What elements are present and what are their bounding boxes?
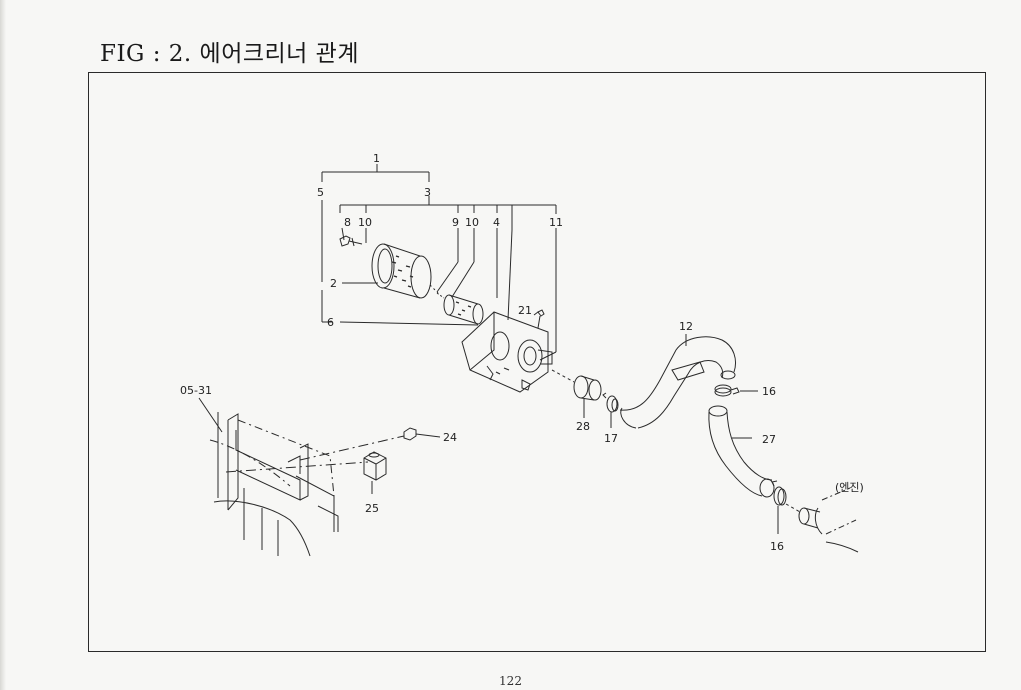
- callout-12: 12: [679, 320, 693, 333]
- callout-11: 11: [549, 216, 563, 229]
- callout-17: 17: [604, 432, 618, 445]
- leader-lines-assembly: [321, 164, 557, 361]
- page-number: 122: [499, 674, 522, 688]
- callout-engine: (엔진): [835, 481, 864, 494]
- inner-filter-element: [436, 292, 484, 325]
- callout-05-31: 05-31: [180, 384, 212, 397]
- intake-pipe-12: [619, 334, 736, 429]
- air-cleaner-body: [461, 311, 553, 393]
- screw-21: [533, 309, 545, 329]
- hose-27: [708, 405, 775, 498]
- indicator-25: [363, 451, 387, 494]
- callout-25: 25: [365, 502, 379, 515]
- callout-3: 3: [424, 186, 431, 199]
- callout-8: 8: [344, 216, 351, 229]
- callout-21: 21: [518, 304, 532, 317]
- callout-9: 9: [452, 216, 459, 229]
- callout-2: 2: [330, 277, 337, 290]
- hose-clamp-16-upper: [714, 384, 758, 397]
- hose-clamp-16-lower: [771, 480, 787, 534]
- callout-4: 4: [493, 216, 500, 229]
- callout-labels: 1 5 3 8 10 9 10 4 11 2 6 21 12 16 28 17 …: [180, 152, 864, 553]
- frame-bracket-05-31: [198, 397, 405, 557]
- callout-5: 5: [317, 186, 324, 199]
- callout-24: 24: [443, 431, 457, 444]
- page-title: FIG : 2. 에어크리너 관계: [100, 41, 359, 67]
- wing-bolt: [339, 235, 363, 247]
- callout-27: 27: [762, 433, 776, 446]
- callout-6: 6: [327, 316, 334, 329]
- bolt-24: [403, 427, 441, 441]
- callout-28: 28: [576, 420, 590, 433]
- callout-1: 1: [373, 152, 380, 165]
- figure-frame: [88, 72, 986, 652]
- outer-filter-element: [371, 243, 439, 299]
- scan-edge: [0, 0, 6, 690]
- callout-16-upper: 16: [762, 385, 776, 398]
- rubber-sleeve-28: [551, 369, 602, 418]
- callout-10b: 10: [465, 216, 479, 229]
- hose-clamp-17: [602, 392, 619, 428]
- callout-16-lower: 16: [770, 540, 784, 553]
- engine-inlet-pipe: [785, 487, 859, 553]
- callout-10a: 10: [358, 216, 372, 229]
